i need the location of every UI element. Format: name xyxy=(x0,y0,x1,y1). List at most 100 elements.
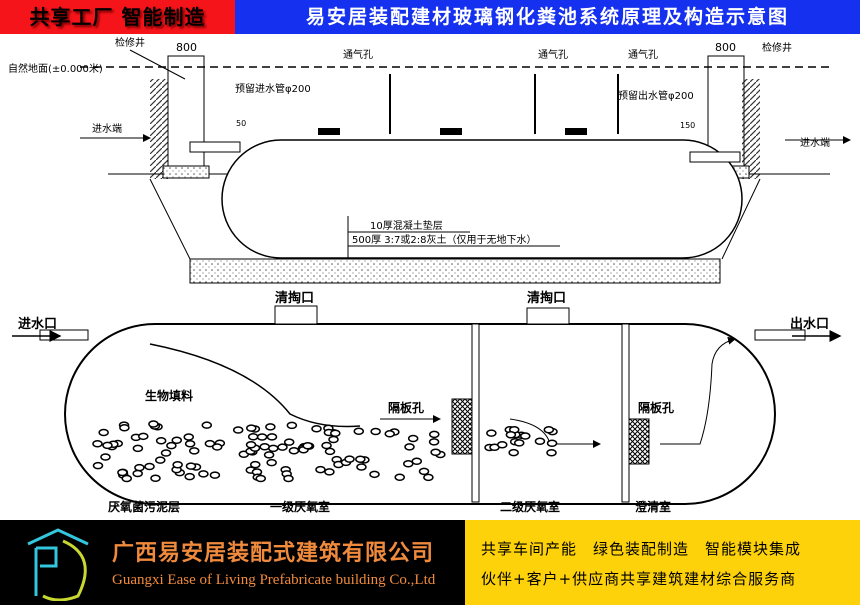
bio-media-particle xyxy=(496,440,508,449)
bio-media-particle xyxy=(430,448,441,457)
bio-media-particle xyxy=(188,447,200,455)
company-name-en: Guangxi Ease of Living Prefabricate buil… xyxy=(112,572,436,588)
bio-media-particle xyxy=(508,448,519,457)
company-name-cn: 广西易安居装配式建筑有限公司 xyxy=(112,541,435,566)
width-label-right: 800 xyxy=(715,41,736,54)
bio-media-particle xyxy=(369,470,380,479)
bio-media-particle xyxy=(132,469,143,478)
bio-media-particle xyxy=(283,438,295,446)
header-slogan: 共享工厂 智能制造 xyxy=(0,0,235,34)
ground-label: 自然地面(±0.000米) xyxy=(8,62,103,75)
page-title: 易安居装配建材玻璃钢化粪池系统原理及构造示意图 xyxy=(235,0,860,34)
bio-media-particle xyxy=(263,451,275,459)
footer-slogans: 共享车间产能 绿色装配制造 智能模块集成 伙伴+客户+供应商共享建筑建材综合服务… xyxy=(465,520,860,605)
bio-media-particle xyxy=(328,435,339,444)
bottom-section: 清掏口 清掏口 进水口 出水口 生物填料 隔板孔 隔板孔 厌氧菌污泥层 一级厌氧… xyxy=(12,290,842,514)
bio-media-particle xyxy=(117,468,128,477)
top-section: 检修井 800 800 检修井 自然地面(±0.000米) 通气孔 通气孔 通气… xyxy=(8,36,851,284)
bio-media-particle xyxy=(407,434,419,443)
bio-media-particle xyxy=(370,427,381,436)
bio-media-particle xyxy=(423,473,434,482)
bio-media-particle xyxy=(198,470,209,478)
media-label: 生物填料 xyxy=(145,388,193,403)
chamber-3-label: 澄清室 xyxy=(635,499,671,514)
sludge-label: 厌氧菌污泥层 xyxy=(108,499,180,514)
bio-media-particle xyxy=(232,426,244,434)
bio-media-particle xyxy=(543,425,555,434)
bio-media-particle xyxy=(286,421,298,430)
inlet-end-label: 进水端 xyxy=(92,122,122,135)
vent-label-1: 通气孔 xyxy=(343,48,373,61)
bio-media-particle xyxy=(546,439,558,447)
bio-media-particle xyxy=(256,433,268,441)
cleanout-label-2: 清掏口 xyxy=(527,290,566,306)
bio-media-particle xyxy=(429,430,440,439)
bio-media-particle xyxy=(486,429,497,437)
inlet-pipe-label: 预留进水管φ200 xyxy=(235,82,311,95)
layer-2-label: 500厚 3:7或2:8灰土（仅用于无地下水） xyxy=(352,233,536,246)
bio-media-particle xyxy=(353,427,365,436)
bio-media-particle xyxy=(505,431,517,439)
bio-media-particle xyxy=(102,441,113,450)
bio-media-particle xyxy=(92,440,103,448)
slogan-1: 共享车间产能 绿色装配制造 智能模块集成 xyxy=(481,540,802,558)
bio-media-particle xyxy=(428,438,440,446)
bio-media-particle xyxy=(534,437,546,446)
baffle-hole-label-2: 隔板孔 xyxy=(638,400,674,415)
baffle-hole-label-1: 隔板孔 xyxy=(388,400,424,415)
bio-media-particle xyxy=(321,441,332,450)
footer-company: 广西易安居装配式建筑有限公司 Guangxi Ease of Living Pr… xyxy=(0,520,465,605)
bio-media-particle xyxy=(546,448,557,457)
bio-media-particle xyxy=(247,433,259,441)
outlet-end-label: 进水端 xyxy=(800,136,830,149)
bio-media-particle xyxy=(148,420,159,428)
manhole-label-right: 检修井 xyxy=(762,41,792,54)
bio-media-particle xyxy=(185,462,197,470)
dim-150: 150 xyxy=(680,121,695,130)
bio-media-particle xyxy=(344,455,355,463)
bio-media-particle xyxy=(166,441,177,450)
bio-media-particle xyxy=(277,443,288,451)
bio-media-particle xyxy=(211,443,223,451)
bio-media-particle xyxy=(411,457,423,466)
bio-media-particle xyxy=(132,444,144,453)
vent-label-3: 通气孔 xyxy=(628,48,658,61)
bio-media-particle xyxy=(119,424,130,432)
bio-media-particle xyxy=(204,439,216,448)
bio-media-particle xyxy=(324,447,336,456)
dim-50: 50 xyxy=(236,119,246,128)
bio-media-particle xyxy=(160,449,172,457)
cleanout-label-1: 清掏口 xyxy=(275,290,314,306)
bio-media-particle xyxy=(138,432,149,441)
bio-media-particle xyxy=(311,424,322,433)
bio-media-particle xyxy=(288,447,300,455)
bio-media-particle xyxy=(394,473,405,482)
bio-media-particle xyxy=(324,468,335,476)
bio-media-particles xyxy=(92,420,558,483)
bio-media-particle xyxy=(246,424,257,432)
bio-media-particle xyxy=(384,430,395,438)
bio-media-particle xyxy=(265,423,276,431)
bio-media-particle xyxy=(100,453,111,461)
slogan-2: 伙伴+客户+供应商共享建筑建材综合服务商 xyxy=(481,570,797,588)
bio-media-particle xyxy=(266,433,278,441)
inlet-label: 进水口 xyxy=(18,316,57,332)
bio-media-particle xyxy=(134,463,145,472)
outlet-pipe-label: 预留出水管φ200 xyxy=(618,89,694,102)
bio-media-particle xyxy=(209,471,221,479)
bio-media-particle xyxy=(268,444,279,453)
bio-media-particle xyxy=(255,474,267,483)
bio-media-particle xyxy=(356,463,367,471)
bio-media-particle xyxy=(330,429,341,438)
bio-media-particle xyxy=(144,462,155,471)
bio-media-particle xyxy=(513,439,525,447)
width-label-left: 800 xyxy=(176,41,197,54)
bio-media-particle xyxy=(403,459,414,468)
bio-media-particle xyxy=(155,456,166,464)
bio-media-particle xyxy=(404,443,415,451)
bio-media-particle xyxy=(355,455,366,463)
bio-media-particle xyxy=(183,433,194,441)
company-logo xyxy=(27,528,89,601)
outlet-label: 出水口 xyxy=(790,316,829,332)
bio-media-particle xyxy=(150,474,161,482)
